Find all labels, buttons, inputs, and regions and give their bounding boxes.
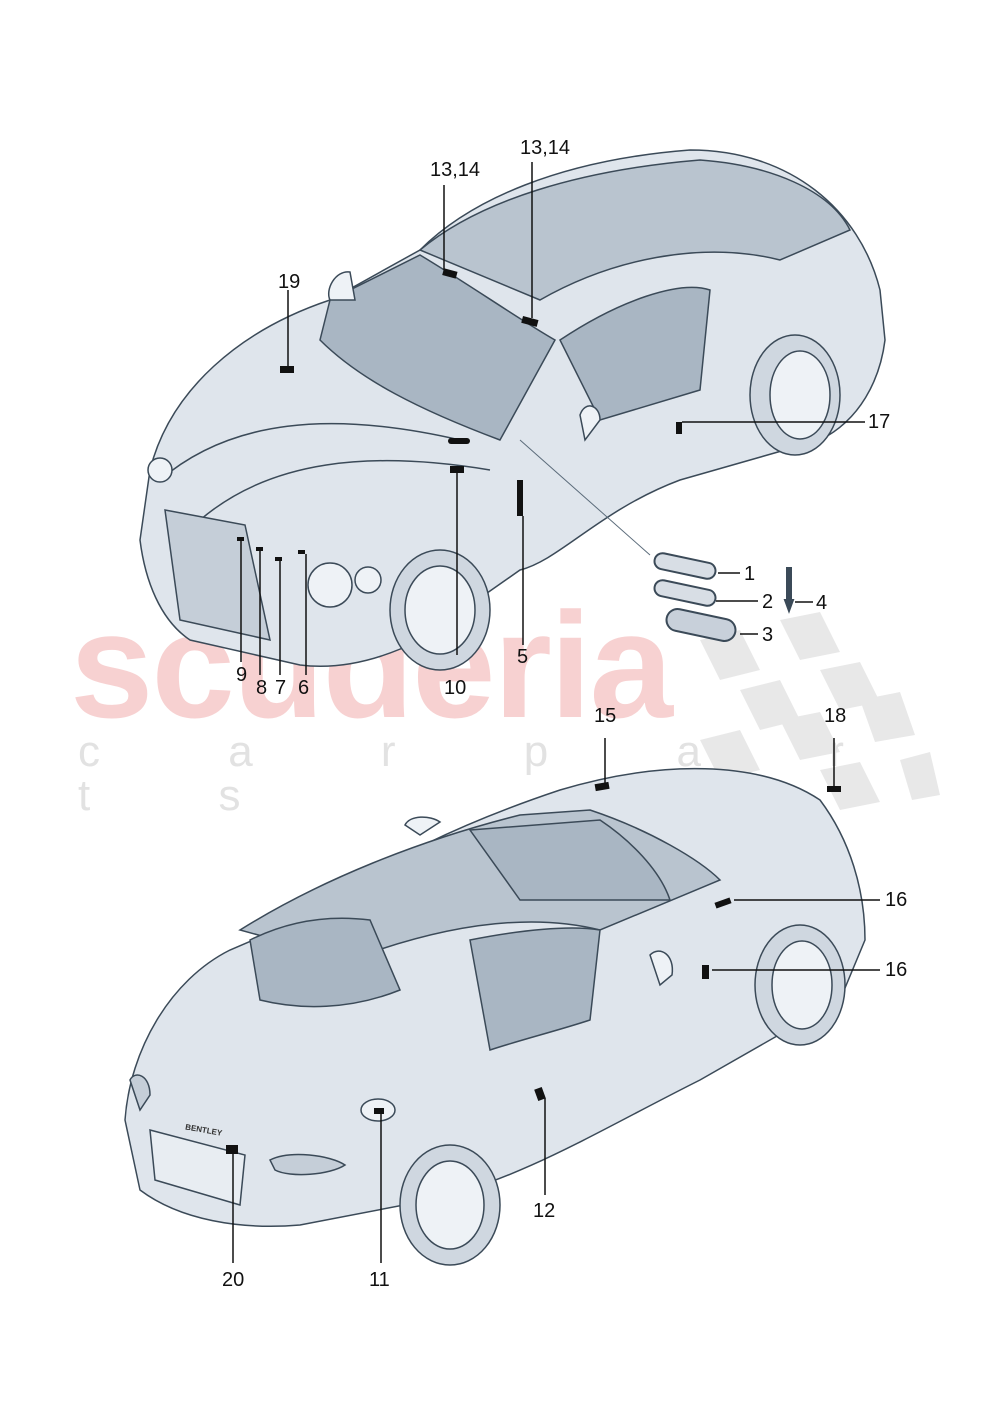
rear-view-car — [124, 767, 866, 1266]
callout-20: 20 — [222, 1269, 245, 1291]
callout-2: 2 — [762, 591, 774, 613]
callout-16-lower: 16 — [885, 959, 908, 981]
callout-8: 8 — [256, 677, 268, 699]
callout-3: 3 — [762, 624, 774, 646]
callout-4: 4 — [816, 592, 828, 614]
callout-15: 15 — [594, 705, 617, 727]
callout-11: 11 — [369, 1269, 390, 1291]
callout-19: 19 — [278, 271, 301, 293]
callout-9: 9 — [236, 664, 248, 686]
callout-10: 10 — [444, 677, 467, 699]
callout-13-14-left: 13,14 — [430, 159, 481, 181]
watermark-tagline: c a r p a r t s — [78, 727, 902, 820]
front-view-car — [139, 149, 886, 671]
callout-16-upper: 16 — [885, 889, 908, 911]
callout-1: 1 — [744, 563, 756, 585]
callout-13-14-right: 13,14 — [520, 137, 571, 159]
callout-12: 12 — [533, 1200, 556, 1222]
callout-18: 18 — [824, 705, 847, 727]
callout-17: 17 — [868, 411, 891, 433]
callout-6: 6 — [298, 677, 310, 699]
callout-7: 7 — [275, 677, 287, 699]
callout-5: 5 — [517, 646, 529, 668]
